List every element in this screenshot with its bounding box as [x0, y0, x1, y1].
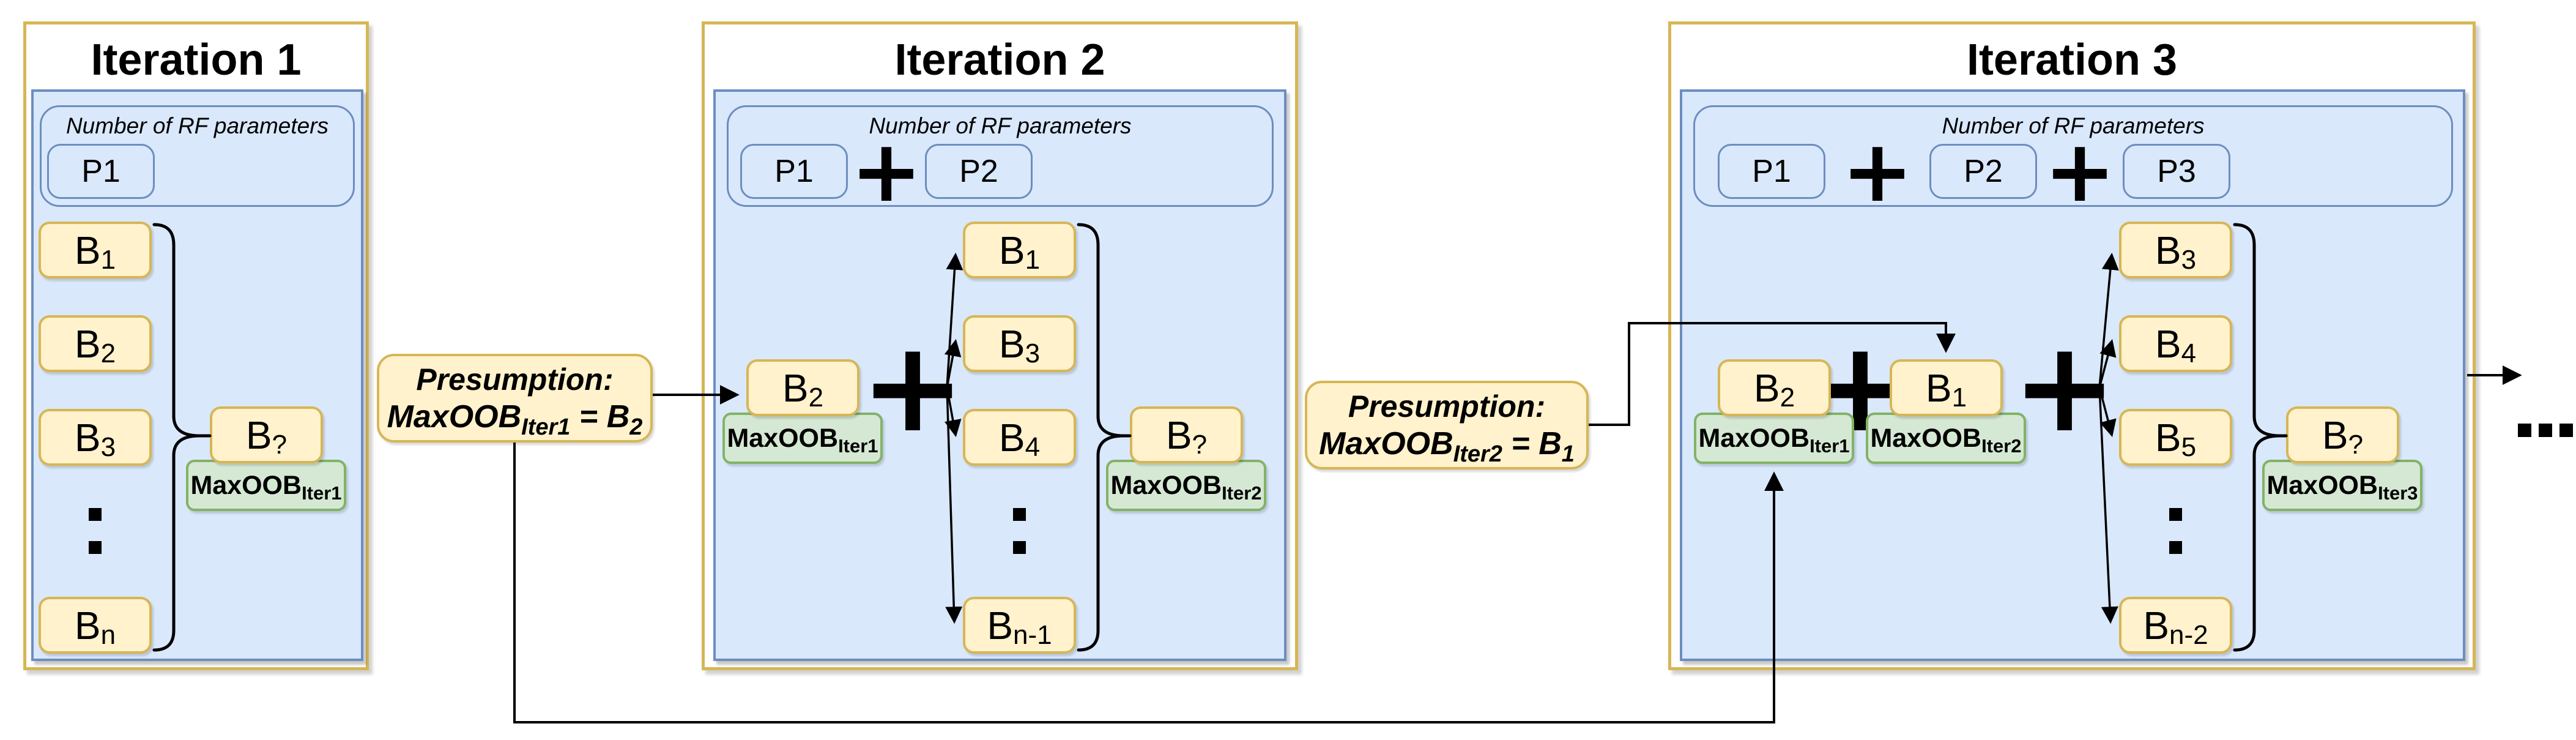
- presumption-1-box: Presumption: MaxOOBIter1 = B2: [377, 354, 653, 443]
- iteration-3-rf-params-label: Number of RF parameters: [1942, 113, 2205, 138]
- horizontal-ellipsis-icon: [2518, 424, 2573, 437]
- plus-operator: +: [850, 121, 922, 222]
- presumption-2-formula: MaxOOBIter2 = B1: [1319, 425, 1575, 467]
- vertical-ellipsis-icon: [64, 508, 125, 554]
- presumption-2-heading: Presumption:: [1348, 389, 1546, 424]
- candidate-box-iter3: B?: [2286, 406, 2399, 463]
- iteration-2-rf-params-label: Number of RF parameters: [869, 113, 1132, 138]
- param-box-p1: P1: [740, 144, 848, 199]
- plus-operator: +: [2044, 121, 2116, 222]
- candidate-box-iter1: B?: [210, 406, 323, 463]
- param-box-p1: P1: [1718, 144, 1825, 199]
- iteration-3-title: Iteration 3: [1966, 36, 2178, 84]
- param-box-p3: P3: [2123, 144, 2230, 199]
- presumption-2-box: Presumption: MaxOOBIter2 = B1: [1305, 381, 1589, 469]
- iteration-2-title: Iteration 2: [894, 36, 1105, 84]
- param-box-p2: P2: [1929, 144, 2037, 199]
- presumption-1-heading: Presumption:: [416, 362, 614, 397]
- iteration-1-rf-params-label: Number of RF parameters: [65, 113, 329, 138]
- candidate-box-iter2: B?: [1130, 406, 1243, 463]
- param-box-p2: P2: [925, 144, 1033, 199]
- iteration-1-title: Iteration 1: [91, 36, 302, 84]
- param-box-p1: P1: [47, 144, 155, 199]
- plus-operator: +: [1841, 121, 1913, 222]
- presumption-1-formula: MaxOOBIter1 = B2: [387, 398, 643, 440]
- vertical-ellipsis-icon: [2145, 508, 2206, 554]
